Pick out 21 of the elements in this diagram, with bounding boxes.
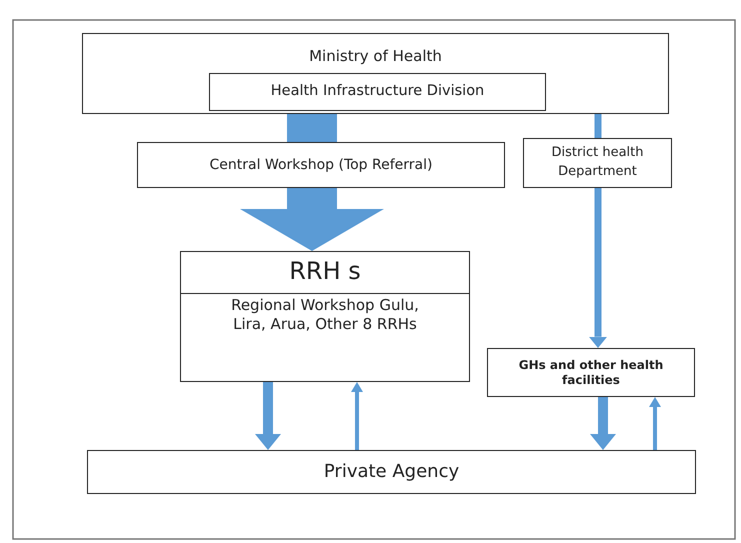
heading: RRH s — [181, 252, 469, 294]
department-box — [523, 138, 672, 188]
arrow — [255, 382, 281, 450]
label: Ministry of Health — [309, 46, 442, 64]
workshop-box — [137, 142, 505, 188]
label: GHs and other health facilities — [518, 358, 664, 387]
label: Private Agency — [324, 461, 460, 483]
regional-hospitals-box — [180, 251, 470, 382]
arrow — [590, 397, 616, 450]
description: Regional Workshop Gulu, Lira, Arua, Other 8 RRHs — [230, 294, 420, 335]
agency-box — [87, 450, 696, 494]
label: Health Infrastructure Division — [270, 83, 484, 101]
division-box — [209, 73, 546, 111]
facilities-box — [487, 348, 695, 397]
arrow — [351, 382, 363, 450]
label: District health Department — [550, 144, 644, 181]
organization-box — [82, 33, 669, 114]
arrow — [649, 397, 661, 450]
label: Central Workshop (Top Referral) — [210, 156, 432, 174]
arrow — [240, 188, 384, 251]
arrow — [588, 188, 608, 348]
